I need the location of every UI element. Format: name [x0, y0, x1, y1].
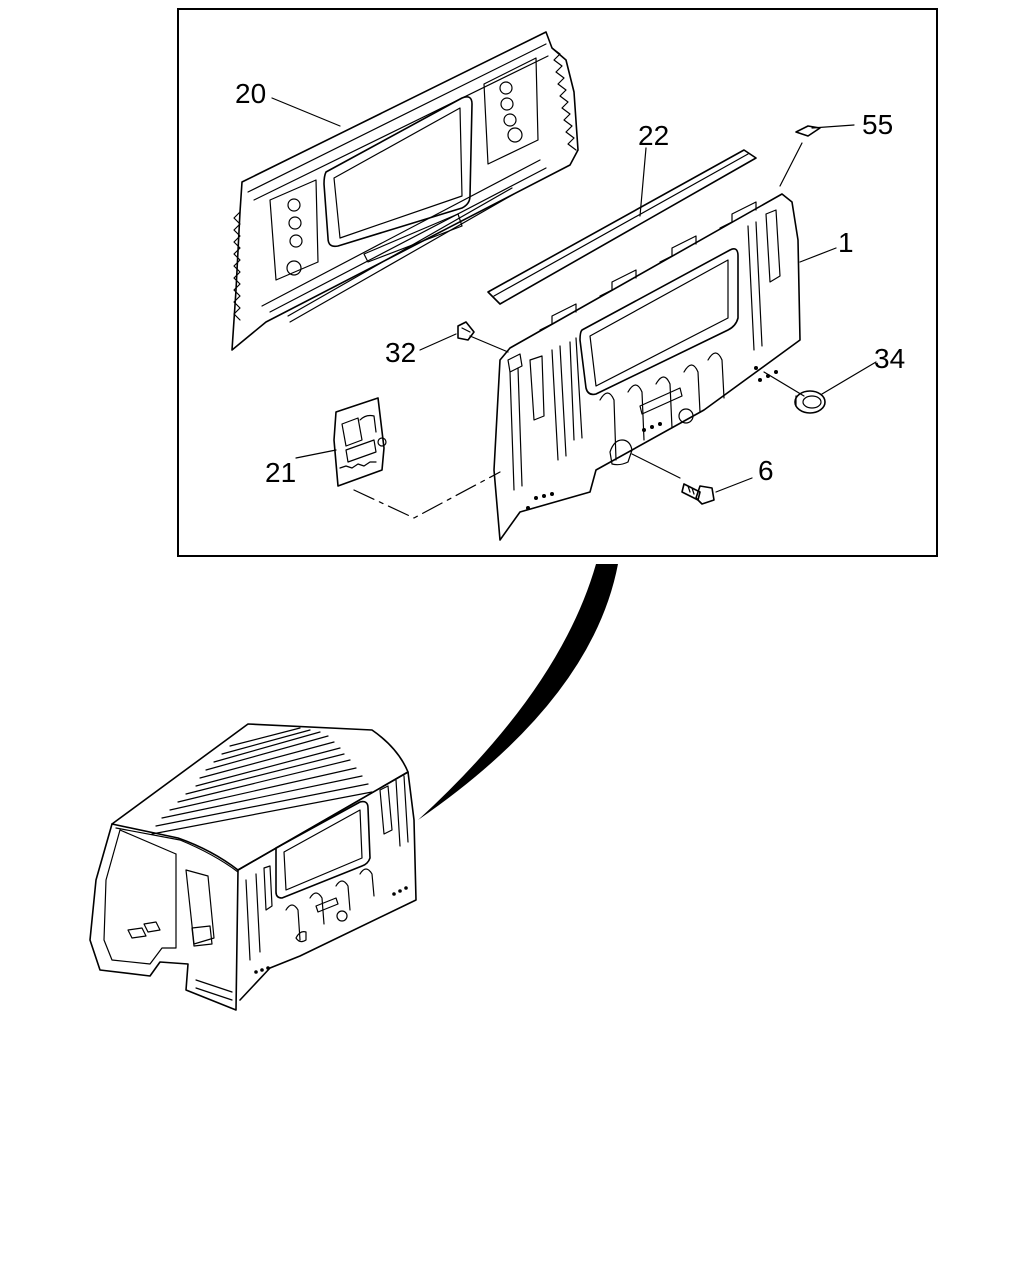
callout-34: 34 — [874, 343, 905, 374]
callout-22: 22 — [638, 120, 669, 151]
part-22-rail-strip — [487, 149, 757, 305]
callout-21: 21 — [265, 457, 296, 488]
part-21-bracket — [333, 397, 387, 487]
callout-55: 55 — [862, 109, 893, 140]
callout-32: 32 — [385, 337, 416, 368]
callout-20: 20 — [235, 78, 266, 109]
part-20-upper-back-panel — [231, 31, 579, 351]
callout-1: 1 — [838, 227, 854, 258]
truck-cab-overview — [89, 723, 417, 1011]
part-34-grommet — [794, 390, 826, 414]
connector-swoosh — [418, 564, 618, 820]
detail-frame — [177, 8, 938, 557]
leader-lines — [271, 97, 877, 519]
part-1-lower-back-panel — [493, 193, 801, 541]
part-6-bolt — [681, 483, 715, 505]
callout-6: 6 — [758, 455, 774, 486]
